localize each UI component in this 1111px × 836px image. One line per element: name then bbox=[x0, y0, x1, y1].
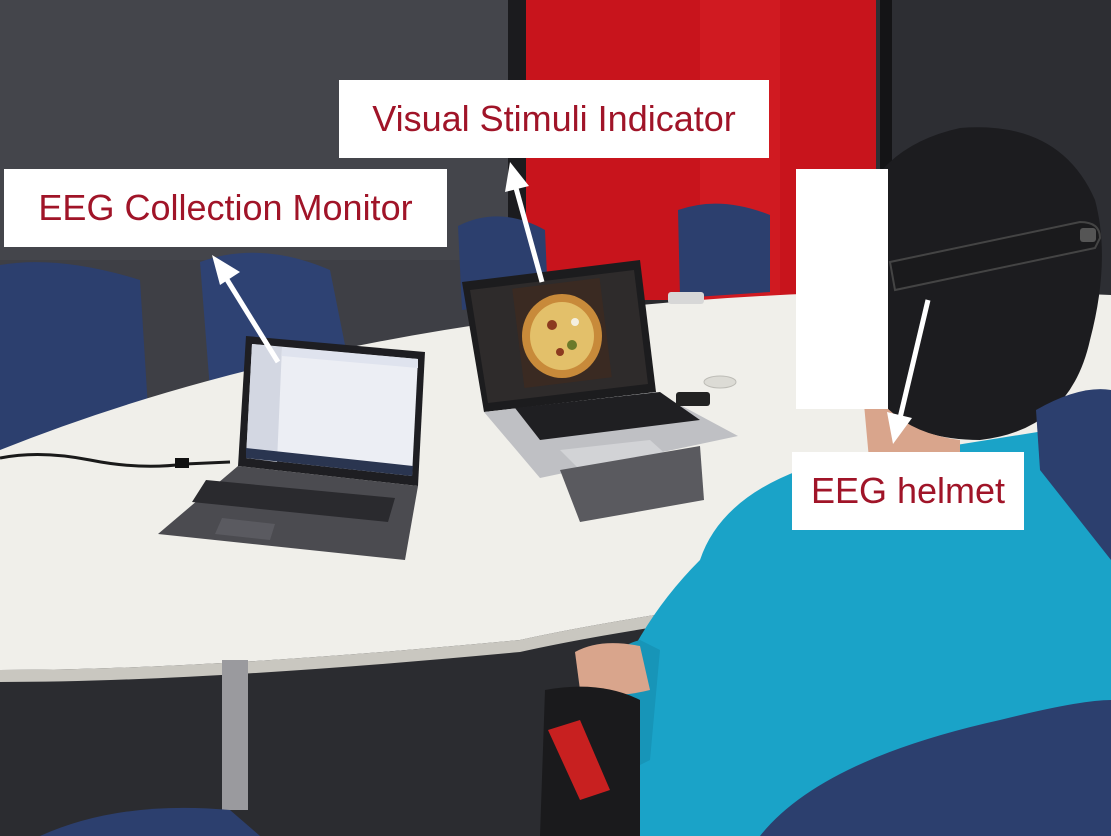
pizza-piece bbox=[556, 348, 564, 356]
laptop-stand-box bbox=[560, 446, 704, 522]
remote-control bbox=[668, 292, 704, 304]
chair-front-left bbox=[40, 807, 260, 836]
pizza-piece bbox=[547, 320, 557, 330]
eeg-headband bbox=[888, 220, 1102, 292]
monitor-keyboard bbox=[192, 480, 395, 522]
monitor-laptop-screen bbox=[246, 344, 418, 476]
chair-front-seat bbox=[760, 700, 1111, 836]
person-hair bbox=[846, 127, 1102, 440]
arrow-up-icon bbox=[505, 162, 545, 283]
stimuli-keyboard bbox=[515, 392, 700, 440]
table-grommet bbox=[703, 375, 737, 389]
cable bbox=[0, 452, 231, 468]
phone bbox=[676, 392, 710, 406]
pizza-piece bbox=[567, 340, 577, 350]
eeg-helmet-label: EEG helmet bbox=[792, 452, 1024, 530]
table-leg bbox=[222, 660, 248, 810]
chair-front-right-back bbox=[1036, 389, 1111, 560]
arrow-up-icon bbox=[212, 255, 281, 364]
chair-left bbox=[0, 262, 150, 450]
cable-adapter bbox=[175, 458, 189, 468]
stimuli-touchpad bbox=[560, 440, 670, 470]
eeg-sensor bbox=[1080, 228, 1096, 242]
person-hand bbox=[575, 643, 650, 695]
eeg-monitor-label: EEG Collection Monitor bbox=[4, 169, 447, 247]
privacy-mask bbox=[796, 169, 888, 409]
arrow-down-icon bbox=[887, 299, 931, 444]
person-neck bbox=[860, 360, 960, 470]
backpack-red bbox=[548, 720, 610, 800]
monitor-app-toolbar bbox=[282, 347, 418, 368]
monitor-touchpad bbox=[215, 518, 275, 540]
visual-stimuli-label: Visual Stimuli Indicator bbox=[339, 80, 769, 158]
monitor-taskbar bbox=[246, 448, 413, 476]
pizza-topping bbox=[530, 302, 594, 370]
chair-right bbox=[678, 203, 770, 298]
pizza-piece bbox=[571, 318, 579, 326]
monitor-app-sidebar bbox=[246, 344, 282, 462]
